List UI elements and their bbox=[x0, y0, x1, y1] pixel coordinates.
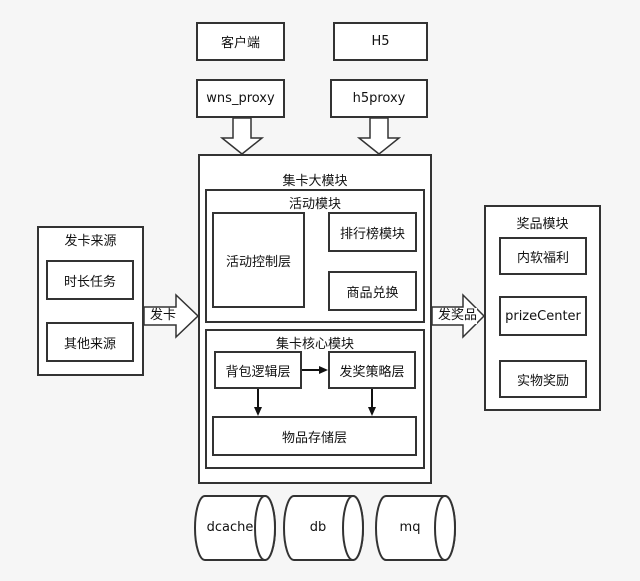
db-cylinder bbox=[283, 495, 364, 561]
card-collection-module-title: 集卡大模块 bbox=[282, 174, 348, 189]
prize-center-label: prizeCenter bbox=[505, 308, 581, 324]
goods-exchange-label: 商品兑换 bbox=[346, 285, 399, 301]
down-arrow-right bbox=[356, 117, 402, 155]
h5-box: H5 bbox=[333, 22, 428, 61]
source-other: 其他来源 bbox=[46, 322, 134, 362]
prize-strategy-layer: 发奖策略层 bbox=[328, 351, 416, 389]
db-label: db bbox=[309, 520, 327, 535]
strategy-to-storage-arrow bbox=[368, 407, 376, 416]
backpack-label: 背包逻辑层 bbox=[225, 364, 291, 380]
storage-label: 物品存储层 bbox=[281, 430, 347, 446]
source-other-label: 其他来源 bbox=[63, 336, 116, 352]
wns-proxy-box: wns_proxy bbox=[196, 79, 285, 118]
client-box: 客户端 bbox=[196, 22, 285, 61]
dcache-cylinder bbox=[194, 495, 276, 561]
ranking-module: 排行榜模块 bbox=[328, 212, 417, 252]
activity-control-layer: 活动控制层 bbox=[212, 212, 305, 308]
prize-internal-welfare-label: 内软福利 bbox=[516, 250, 569, 266]
mq-cylinder bbox=[375, 495, 456, 561]
prize-internal-welfare: 内软福利 bbox=[499, 237, 587, 275]
card-source-title: 发卡来源 bbox=[64, 234, 117, 249]
prize-module-title: 奖品模块 bbox=[516, 217, 569, 232]
prize-physical-label: 实物奖励 bbox=[516, 373, 569, 389]
h5proxy-box: h5proxy bbox=[330, 79, 428, 118]
core-module-title: 集卡核心模块 bbox=[275, 337, 354, 352]
dcache-label: dcache bbox=[206, 520, 254, 535]
prize-physical: 实物奖励 bbox=[499, 360, 587, 398]
h5proxy-label: h5proxy bbox=[352, 91, 406, 106]
send-card-label: 发卡 bbox=[150, 308, 177, 324]
client-label: 客户端 bbox=[220, 36, 260, 51]
backpack-to-storage-arrow bbox=[254, 407, 262, 416]
strategy-label: 发奖策略层 bbox=[339, 364, 405, 380]
h5-label: H5 bbox=[371, 34, 390, 49]
activity-module-title: 活动模块 bbox=[288, 197, 341, 212]
activity-control-label: 活动控制层 bbox=[225, 254, 291, 270]
ranking-label: 排行榜模块 bbox=[339, 226, 405, 242]
goods-exchange: 商品兑换 bbox=[328, 271, 417, 311]
mq-label: mq bbox=[399, 520, 421, 535]
backpack-to-strategy-arrow bbox=[319, 366, 328, 374]
item-storage-layer: 物品存储层 bbox=[212, 416, 417, 456]
down-arrow-left bbox=[219, 117, 265, 155]
wns-proxy-label: wns_proxy bbox=[206, 91, 275, 106]
send-prize-label: 发奖品 bbox=[438, 308, 478, 324]
prize-center: prizeCenter bbox=[499, 296, 587, 336]
backpack-logic-layer: 背包逻辑层 bbox=[214, 351, 302, 389]
source-duration-task: 时长任务 bbox=[46, 260, 134, 300]
source-duration-task-label: 时长任务 bbox=[63, 274, 116, 290]
